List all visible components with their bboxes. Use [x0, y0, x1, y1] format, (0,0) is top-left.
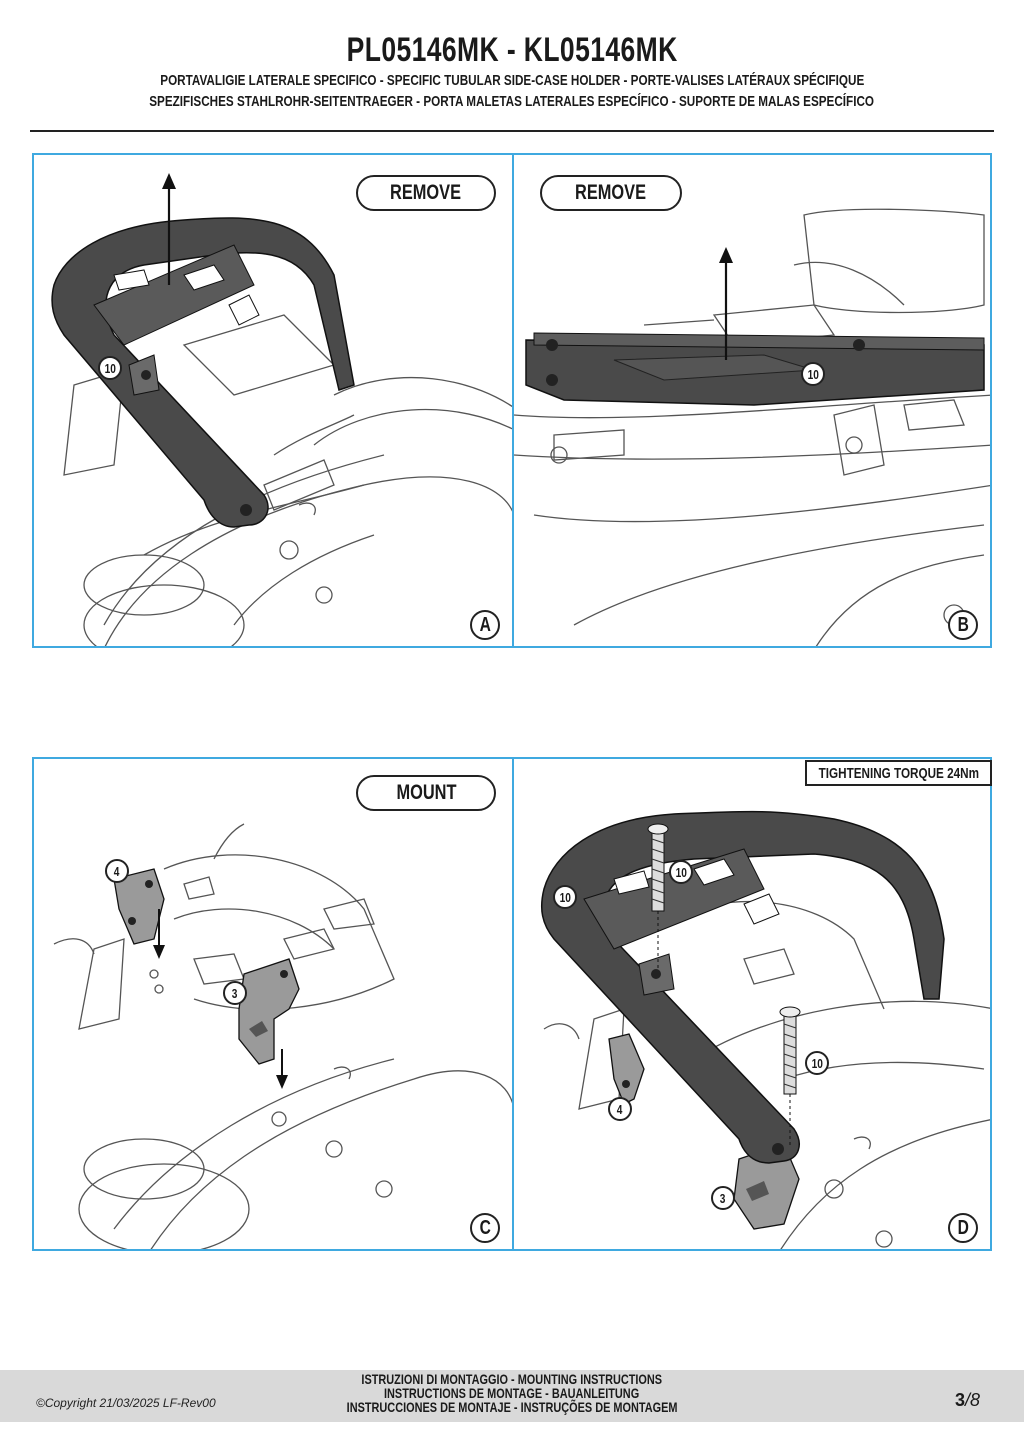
part-callout-10: 10	[801, 362, 825, 386]
footer-line-3: INSTRUCCIONES DE MONTAJE - INSTRUÇÕES DE…	[346, 1399, 678, 1415]
step-panel-b: 10 REMOVE B	[512, 153, 992, 648]
part-callout-3: 3	[223, 981, 247, 1005]
part-callout-10: 10	[98, 356, 122, 380]
footer-line-2: INSTRUCTIONS DE MONTAGE - BAUANLEITUNG	[384, 1385, 640, 1401]
header-divider	[30, 130, 994, 132]
torque-note: TIGHTENING TORQUE 24Nm	[805, 760, 992, 786]
step-panel-c: 4 3 MOUNT C	[32, 757, 514, 1251]
subtitle-line-2: SPEZIFISCHES STAHLROHR-SEITENTRAEGER - P…	[149, 93, 875, 110]
step-letter-a: A	[470, 610, 500, 640]
part-callout-10: 10	[553, 885, 577, 909]
illustration-remove-rear-rack	[51, 173, 512, 646]
part-callout-4: 4	[608, 1097, 632, 1121]
remove-label: REMOVE	[356, 175, 496, 211]
subtitle-line-1: PORTAVALIGIE LATERALE SPECIFICO - SPECIF…	[159, 72, 864, 89]
step-panel-d: 10 10 10 4 3 D	[512, 757, 992, 1251]
bolt-part-10	[647, 823, 669, 969]
illustration-mount-rear-rack	[541, 810, 990, 1249]
bracket-part-4	[608, 1033, 645, 1105]
bolt-part-10	[779, 1006, 801, 1147]
bracket-part-4	[113, 868, 165, 945]
bracket-part-3	[238, 958, 300, 1065]
rack-plate-part-10	[525, 332, 985, 406]
step-letter-b: B	[948, 610, 978, 640]
step-letter-d: D	[948, 1213, 978, 1243]
document-header: PL05146MK - KL05146MK PORTAVALIGIE LATER…	[0, 30, 1024, 112]
page-number: 3/8	[955, 1390, 981, 1410]
copyright-notice: ©Copyright 21/03/2025 LF-Rev00	[36, 1396, 216, 1410]
step-letter-c: C	[470, 1213, 500, 1243]
document-title: PL05146MK - KL05146MK	[346, 31, 678, 69]
mount-label: MOUNT	[356, 775, 496, 811]
illustration-remove-rack-plate	[514, 208, 990, 646]
document-footer: ISTRUZIONI DI MONTAGGIO - MOUNTING INSTR…	[0, 1370, 1024, 1422]
remove-label: REMOVE	[540, 175, 682, 211]
rear-rack-part-10	[541, 810, 945, 1164]
footer-line-1: ISTRUZIONI DI MONTAGGIO - MOUNTING INSTR…	[361, 1371, 663, 1387]
part-callout-10: 10	[669, 860, 693, 884]
step-panel-a: 10 REMOVE A	[32, 153, 514, 648]
illustration-mount-brackets	[53, 823, 512, 1249]
part-callout-3: 3	[711, 1186, 735, 1210]
part-callout-4: 4	[105, 859, 129, 883]
part-callout-10: 10	[805, 1051, 829, 1075]
